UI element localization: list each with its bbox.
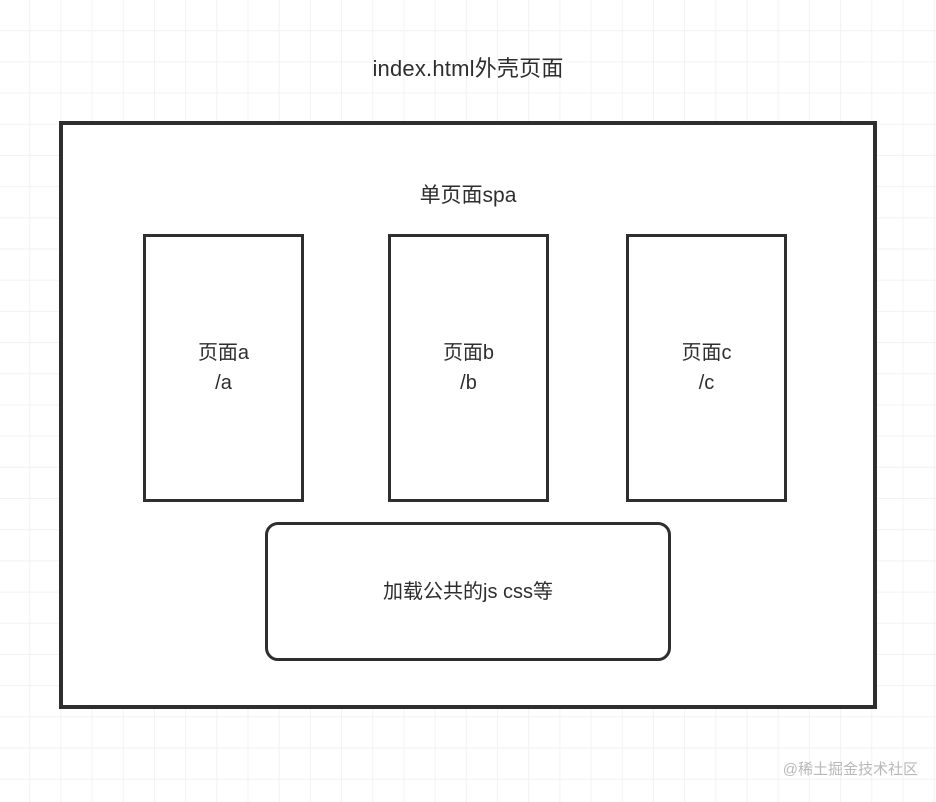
page-box-a: 页面a /a <box>143 234 304 502</box>
page-box-b-route: /b <box>460 372 477 394</box>
page-box-c-name: 页面c <box>681 342 732 364</box>
page-box-c: 页面c /c <box>626 234 787 502</box>
diagram-title: index.html外壳页面 <box>372 56 564 81</box>
spa-label: 单页面spa <box>419 184 517 207</box>
common-assets-box: 加载公共的js css等 <box>265 522 671 661</box>
watermark: @稀土掘金技术社区 <box>782 761 918 778</box>
page-box-c-route: /c <box>698 372 715 394</box>
common-assets-label: 加载公共的js css等 <box>383 580 553 603</box>
page-box-b-name: 页面b <box>442 342 495 364</box>
page-box-a-name: 页面a <box>197 342 250 364</box>
shell-page-container: 单页面spa 页面a /a 页面b /b 页面c /c 加载公共的js css等 <box>59 121 877 709</box>
page-box-a-route: /a <box>215 372 232 394</box>
page-box-b: 页面b /b <box>388 234 549 502</box>
